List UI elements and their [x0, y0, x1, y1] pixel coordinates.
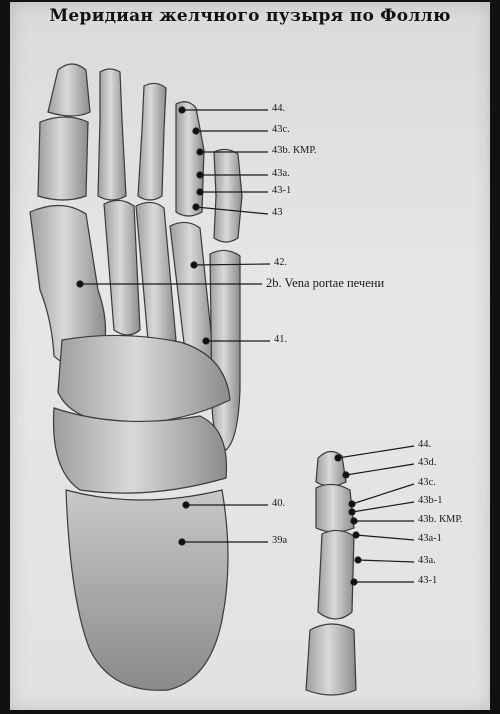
foot-label-43a: 43a.	[272, 168, 290, 179]
toe-label-43-1: 43-1	[418, 575, 437, 586]
toe-label-43d: 43d.	[418, 457, 436, 468]
toe-label-43c: 43c.	[418, 477, 436, 488]
toe-label-43a: 43a.	[418, 555, 436, 566]
foot-label-41: 41.	[274, 334, 287, 345]
big-toe-distal-phalanx	[48, 64, 90, 116]
toe-label-43b-1: 43b-1	[418, 495, 443, 506]
fifth-toe-phalanges	[214, 149, 242, 242]
foot-label-40: 40.	[272, 498, 285, 509]
fifth-metatarsal	[210, 250, 240, 450]
toe-label-43b-kmp: 43b. КМР.	[418, 514, 463, 525]
talus-calcaneus	[66, 490, 228, 690]
second-toe-phalanges	[98, 69, 126, 200]
foot-label-43b-kmp: 43b. КМР.	[272, 145, 317, 156]
foot-label-44: 44.	[272, 103, 285, 114]
foot-label-39a: 39a	[272, 535, 287, 546]
toe-label-44: 44.	[418, 439, 431, 450]
foot-label-43-1: 43-1	[272, 185, 291, 196]
foot-label-2b-vena-portae: 2b. Vena portae печени	[266, 276, 384, 291]
foot-bones	[30, 64, 242, 690]
toe-label-43a-1: 43a-1	[418, 533, 442, 544]
isolated-proximal-phalanx	[318, 530, 354, 619]
isolated-metatarsal-head	[306, 624, 356, 695]
third-metatarsal	[136, 202, 176, 345]
big-toe-proximal-phalanx	[38, 117, 88, 200]
second-metatarsal	[104, 200, 140, 335]
isolated-distal-phalanx	[316, 451, 346, 486]
isolated-middle-phalanx	[316, 484, 354, 532]
foot-label-42: 42.	[274, 257, 287, 268]
third-toe-phalanges	[138, 83, 166, 200]
foot-label-43c: 43c.	[272, 124, 290, 135]
fourth-toe-phalanges	[176, 102, 204, 216]
foot-label-43: 43	[272, 207, 283, 218]
